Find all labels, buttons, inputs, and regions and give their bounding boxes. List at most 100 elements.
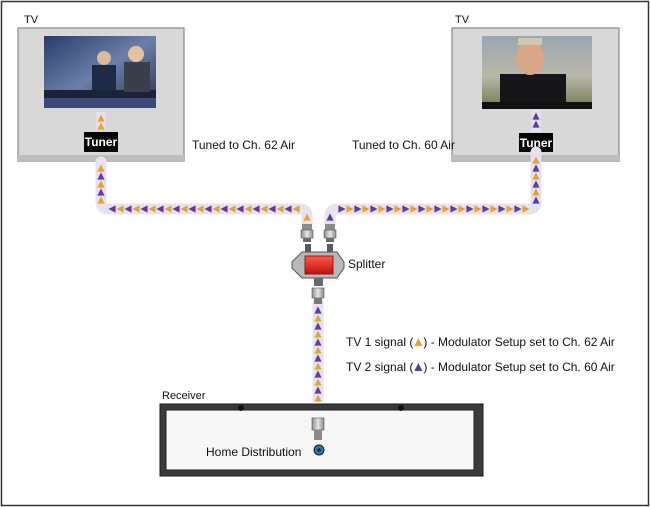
home-distribution-label: Home Distribution <box>206 445 301 459</box>
signal-arrow-tv2-icon <box>108 205 116 213</box>
signal-arrow-tv2-icon <box>482 205 490 213</box>
cable-left <box>95 156 313 230</box>
signal-arrow-tv1-icon <box>132 205 140 213</box>
signal-arrow-tv1-icon <box>97 122 105 130</box>
signal-arrow-tv2-icon <box>386 205 394 213</box>
signal-arrow-tv2-icon <box>314 322 322 330</box>
signal-arrow-tv1-icon <box>292 205 300 213</box>
tv-left-tuner-box <box>84 132 118 152</box>
legend-tv1-triangle-icon <box>414 338 423 346</box>
signal-arrow-tv2-icon <box>268 205 276 213</box>
signal-arrow-tv2-icon <box>418 205 426 213</box>
signal-arrow-tv1-icon <box>97 180 105 188</box>
signal-arrow-tv1-icon <box>228 205 236 213</box>
signal-arrow-tv1-icon <box>148 205 156 213</box>
tv-left: TV Tuner Tuned to Ch. 62 Air <box>17 14 295 162</box>
signal-arrow-tv2-icon <box>252 205 260 213</box>
signal-arrow-tv1-icon <box>442 205 450 213</box>
signal-arrow-tv2-icon <box>314 386 322 394</box>
signal-arrow-tv2-icon <box>188 205 196 213</box>
signal-arrow-tv2-icon <box>532 196 540 204</box>
signal-arrows <box>97 112 540 402</box>
signal-arrow-tv1-icon <box>244 205 252 213</box>
receiver: Receiver Home Distribution <box>159 390 484 477</box>
signal-arrow-tv2-icon <box>124 205 132 213</box>
legend-tv2-text: TV 2 signal ( ) - Modulator Setup set to … <box>346 360 615 374</box>
tv-right-screen <box>482 36 592 109</box>
connector-right-top <box>323 224 337 242</box>
signal-arrow-tv1-icon <box>346 205 354 213</box>
signal-arrow-tv2-icon <box>97 172 105 180</box>
legend-tv2-suffix: ) - Modulator Setup set to Ch. 60 Air <box>423 360 614 374</box>
signal-arrow-tv2-icon <box>156 205 164 213</box>
signal-arrow-tv1-icon <box>474 205 482 213</box>
signal-arrow-tv2-icon <box>532 120 540 128</box>
signal-arrow-tv1-icon <box>164 205 172 213</box>
signal-arrow-tv2-icon <box>434 205 442 213</box>
signal-arrow-tv1-icon <box>394 205 402 213</box>
signal-arrow-tv1-icon <box>458 205 466 213</box>
signal-arrow-tv2-icon <box>338 205 346 213</box>
signal-arrow-tv2-icon <box>402 205 410 213</box>
signal-arrow-tv2-icon <box>354 205 362 213</box>
connector-splitter-out <box>311 287 325 304</box>
signal-arrow-tv1-icon <box>314 330 322 338</box>
signal-arrow-tv2-icon <box>140 205 148 213</box>
signal-arrow-tv1-icon <box>314 314 322 322</box>
signal-arrow-tv2-icon <box>466 205 474 213</box>
signal-arrow-tv2-icon <box>532 164 540 172</box>
splitter-label: Splitter <box>348 257 385 271</box>
signal-arrow-tv1-icon <box>303 213 311 221</box>
signal-arrow-tv1-icon <box>116 205 124 213</box>
signal-arrow-tv1-icon <box>212 205 220 213</box>
signal-arrow-tv1-icon <box>410 205 418 213</box>
signal-arrow-tv1-icon <box>314 346 322 354</box>
signal-arrow-tv1-icon <box>276 205 284 213</box>
legend-tv1-prefix: TV 1 signal ( <box>346 335 413 349</box>
signal-arrow-tv1-icon <box>260 205 268 213</box>
signal-arrow-tv2-icon <box>498 205 506 213</box>
signal-arrow-tv2-icon <box>370 205 378 213</box>
signal-arrow-tv2-icon <box>204 205 212 213</box>
tv-right-label: TV <box>455 14 470 26</box>
signal-arrow-tv1-icon <box>196 205 204 213</box>
tv-right-tuner-label: Tuner <box>520 136 553 150</box>
signal-arrow-tv1-icon <box>314 378 322 386</box>
signal-arrow-tv2-icon <box>514 205 522 213</box>
signal-arrow-tv2-icon <box>532 180 540 188</box>
tv-left-label: TV <box>24 14 39 26</box>
receiver-screw-right <box>398 405 404 411</box>
signal-arrow-tv2-icon <box>236 205 244 213</box>
tv-right-tuner-box <box>519 133 553 152</box>
receiver-screw-left <box>238 405 244 411</box>
signal-arrow-tv2-icon <box>450 205 458 213</box>
legend-tv2-triangle-icon <box>414 363 423 371</box>
signal-arrow-tv1-icon <box>532 156 540 164</box>
tv-left-screen <box>44 36 156 108</box>
signal-arrow-tv1-icon <box>490 205 498 213</box>
signal-arrow-tv2-icon <box>532 112 540 120</box>
signal-arrow-tv2-icon <box>314 338 322 346</box>
tv-right: TV Tuner Tuned to Ch. 60 Air <box>352 14 620 162</box>
legend-tv2-prefix: TV 2 signal ( <box>346 360 413 374</box>
signal-arrow-tv1-icon <box>506 205 514 213</box>
signal-arrow-tv1-icon <box>314 362 322 370</box>
signal-arrow-tv2-icon <box>326 213 334 221</box>
connector-left-top <box>300 224 314 242</box>
signal-arrow-tv1-icon <box>362 205 370 213</box>
splitter-red-body <box>304 255 334 275</box>
signal-arrow-tv1-icon <box>378 205 386 213</box>
signal-arrow-tv2-icon <box>314 370 322 378</box>
receiver-cable-plug <box>311 417 325 431</box>
signal-arrow-tv2-icon <box>220 205 228 213</box>
splitter: Splitter <box>291 244 385 286</box>
signal-arrow-tv2-icon <box>284 205 292 213</box>
signal-arrow-tv1-icon <box>522 205 530 213</box>
signal-arrow-tv1-icon <box>532 172 540 180</box>
legend-tv1: TV 1 signal () - Modulator Setup set to … <box>346 335 615 349</box>
signal-arrow-tv1-icon <box>97 196 105 204</box>
signal-arrow-tv1-icon <box>532 188 540 196</box>
